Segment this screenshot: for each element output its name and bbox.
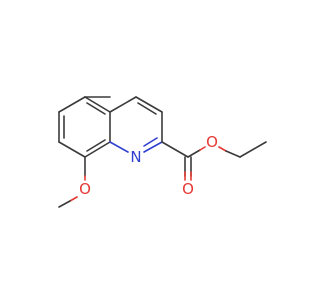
bond-c4a-c8a-top — [84, 96, 111, 113]
bond-o-ethyl-red — [218, 146, 227, 152]
double-bond-c4a-top-inner — [86, 102, 106, 115]
bond-c3-c2r — [135, 96, 163, 113]
atom-label-nitrogen: N — [130, 148, 141, 166]
bond-n1-c2 — [143, 141, 163, 153]
pyridine-ring — [84, 96, 163, 153]
molecule-structure: N O O O — [58, 96, 267, 208]
double-bond-c2-n1-inner — [143, 137, 158, 147]
bond-n1-c8a — [109, 141, 129, 153]
atom-label-methoxy-oxygen: O — [79, 180, 91, 198]
double-bond-c7-c8-inner — [86, 139, 106, 152]
bond-carbonyl-o-ester-red — [199, 146, 206, 151]
bond-o-ch3-red — [69, 196, 78, 202]
benzo-ring — [58, 96, 111, 158]
bond-ch2-ch3 — [239, 141, 267, 158]
bond-c7-c8 — [84, 141, 111, 158]
bond-o-ch3 — [58, 200, 71, 208]
bond-c2-carbonyl — [161, 141, 189, 158]
ester-group — [161, 141, 267, 181]
bond-o-ch2 — [225, 150, 241, 158]
atom-label-ester-oxygen: O — [206, 133, 218, 151]
bond-c4a-c5 — [58, 96, 86, 113]
bond-c6-c7 — [58, 141, 86, 158]
double-bond-c3-c4-inner — [137, 102, 157, 115]
bond-carbonyl-o-ester — [187, 149, 201, 158]
atom-label-carbonyl-oxygen: O — [182, 180, 194, 198]
methoxy-group — [58, 156, 86, 208]
bond-c4-c3-r — [109, 96, 137, 113]
